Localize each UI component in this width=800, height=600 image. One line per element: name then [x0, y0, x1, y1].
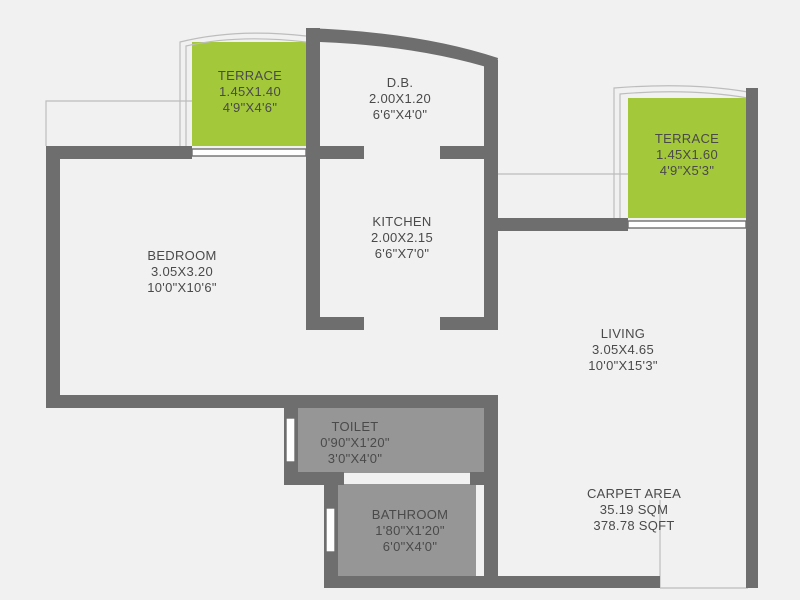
room-metric: 1'80"X1'20"	[375, 523, 445, 538]
terrace-left-floor	[192, 42, 306, 146]
room-name: TERRACE	[217, 68, 283, 83]
room-metric: 1.45X1.60	[656, 147, 718, 162]
room-name: KITCHEN	[372, 214, 432, 229]
terrace-right-label: TERRACE 1.45X1.60 4'9"X5'3"	[655, 131, 719, 179]
room-imperial: 4'9"X4'6"	[222, 100, 278, 115]
room-metric: 3.05X3.20	[151, 264, 213, 279]
room-metric: 0'90"X1'20"	[320, 435, 390, 450]
carpet-area-sqm: 35.19 SQM	[599, 502, 669, 517]
room-imperial: 6'0"X4'0"	[382, 539, 438, 554]
carpet-area-title: CARPET AREA	[586, 486, 682, 501]
room-metric: 2.00X1.20	[369, 91, 431, 106]
room-name: D.B.	[386, 75, 414, 90]
living-label: LIVING 3.05X4.65 10'0"X15'3"	[588, 326, 658, 374]
terrace-left-label: TERRACE 1.45X1.40 4'9"X4'6"	[218, 68, 282, 116]
toilet-label: TOILET 0'90"X1'20" 3'0"X4'0"	[320, 419, 390, 467]
room-imperial: 10'0"X10'6"	[147, 280, 217, 295]
kitchen-label: KITCHEN 2.00X2.15 6'6"X7'0"	[371, 214, 433, 262]
carpet-area-sqft: 378.78 SQFT	[593, 518, 675, 533]
room-imperial: 6'6"X4'0"	[372, 107, 428, 122]
db-label: D.B. 2.00X1.20 6'6"X4'0"	[369, 75, 431, 123]
room-metric: 3.05X4.65	[592, 342, 654, 357]
room-metric: 1.45X1.40	[219, 84, 281, 99]
bathroom-label: BATHROOM 1'80"X1'20" 6'0"X4'0"	[372, 507, 449, 555]
room-imperial: 10'0"X15'3"	[588, 358, 658, 373]
room-name: BATHROOM	[371, 507, 449, 522]
room-metric: 2.00X2.15	[371, 230, 433, 245]
room-name: TOILET	[331, 419, 379, 434]
windows	[191, 148, 747, 553]
bathroom-floor	[336, 484, 476, 576]
room-imperial: 4'9"X5'3"	[659, 163, 715, 178]
room-imperial: 3'0"X4'0"	[327, 451, 383, 466]
carpet-area-label: CARPET AREA 35.19 SQM 378.78 SQFT	[587, 486, 681, 534]
room-name: LIVING	[600, 326, 646, 341]
toilet-floor	[296, 405, 484, 473]
outline-lines	[45, 100, 748, 589]
bedroom-label: BEDROOM 3.05X3.20 10'0"X10'6"	[147, 248, 217, 296]
room-imperial: 6'6"X7'0"	[374, 246, 430, 261]
terrace-right-floor	[628, 98, 746, 218]
room-name: TERRACE	[654, 131, 720, 146]
room-name: BEDROOM	[147, 248, 217, 263]
